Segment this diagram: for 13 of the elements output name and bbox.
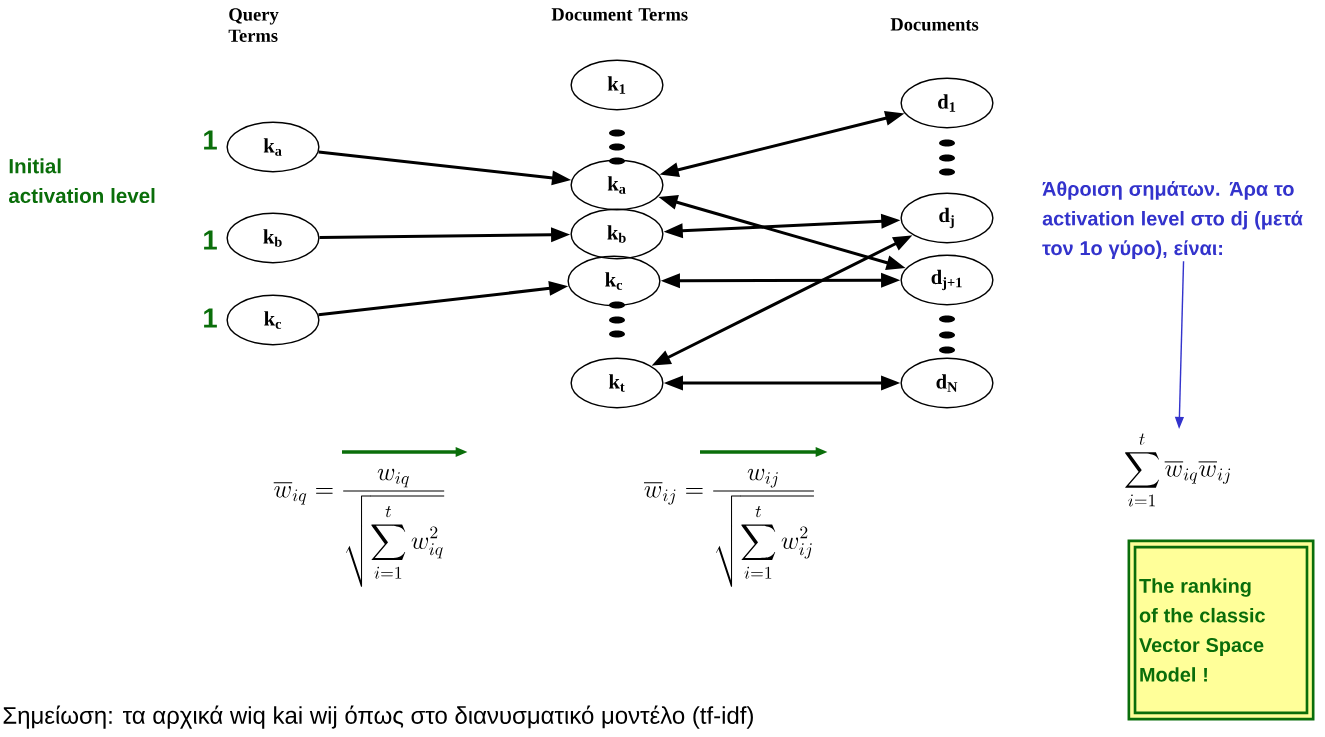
activation-value: 1 <box>204 308 217 328</box>
weight-formula: $\overline{w}_{iq}=\dfrac{w_{iq}}{\sqrt{\displaystyle\sum_{i=1}^{t}w_{iq}^{2}}}$ <box>273 468 445 587</box>
column-heading: Document Terms <box>551 8 688 21</box>
side-label: Initial activation level <box>8 158 155 204</box>
column-heading: Documents <box>890 18 979 31</box>
annotation-text: Άθροιση σημάτων. Άρα το activation level στο dj (μετά τον 1ο γύρο), είναι: <box>1042 181 1303 260</box>
footnote: Σημείωση: τα αρχικά wiq kai wij όπως στο διανυσματικό μοντέλο (tf-idf) <box>3 705 753 729</box>
note-box: The ranking of the classic Vector Space Model ! <box>1127 539 1315 721</box>
activation-value: 1 <box>204 130 217 150</box>
activation-value: 1 <box>204 230 217 250</box>
column-heading: Query Terms <box>228 8 279 42</box>
weight-formula: $\overline{w}_{ij}=\dfrac{w_{ij}}{\sqrt{\displaystyle\sum_{i=1}^{t}w_{ij}^{2}}}$ <box>643 468 814 587</box>
sum-formula: $\sum_{i=1}^{t}\overline{w}_{iq}\overline{w}_{ij}$ <box>1125 433 1231 507</box>
